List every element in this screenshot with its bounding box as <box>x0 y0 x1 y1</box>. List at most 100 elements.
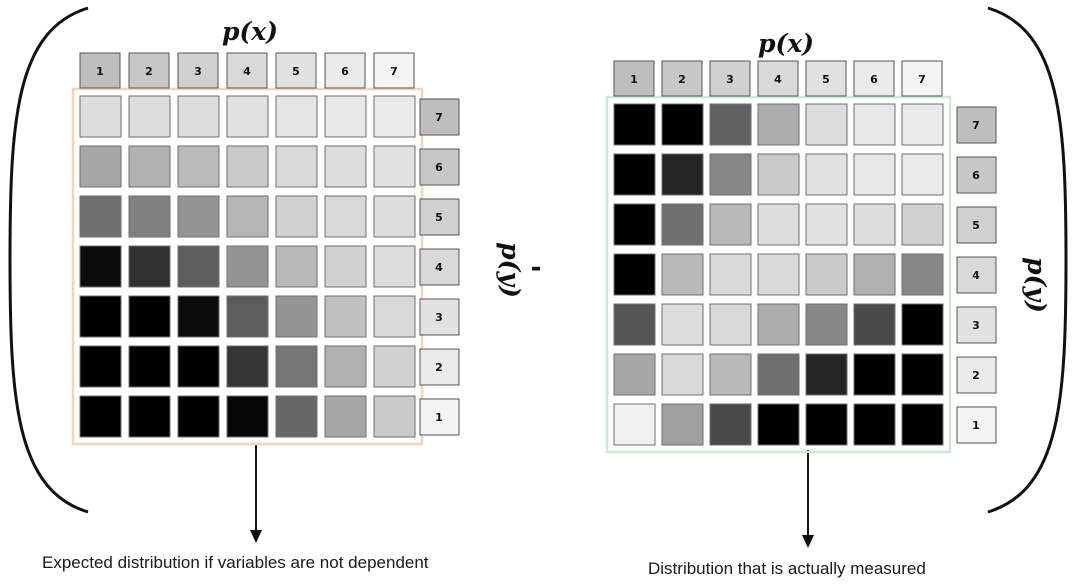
y-tick-box <box>956 406 997 444</box>
matrix-cell <box>177 195 220 238</box>
matrix-cell <box>226 95 269 138</box>
matrix-cell <box>79 145 122 188</box>
matrix-cell <box>901 253 944 296</box>
y-tick-box <box>419 248 460 286</box>
x-tick-box <box>226 52 268 89</box>
matrix-cell <box>79 345 122 388</box>
matrix-cell <box>128 295 171 338</box>
matrix-cell <box>324 345 367 388</box>
matrix-cell <box>661 153 704 196</box>
y-tick-label: 2 <box>972 369 980 382</box>
matrix-cell <box>661 403 704 446</box>
x-tick-label: 2 <box>678 73 686 86</box>
matrix-cell <box>613 153 656 196</box>
matrix-cell <box>128 95 171 138</box>
y-tick-label: 6 <box>435 161 443 174</box>
matrix-cell <box>709 203 752 246</box>
matrix-cell <box>661 103 704 146</box>
x-tick-box <box>177 52 219 89</box>
matrix-cell <box>324 195 367 238</box>
arrow-left <box>250 443 262 543</box>
minus-operator: - <box>531 253 542 283</box>
matrix-cell <box>373 95 416 138</box>
y-tick-label: 5 <box>435 211 443 224</box>
matrix-cell <box>757 103 800 146</box>
matrix-cell <box>661 253 704 296</box>
x-tick-label: 1 <box>96 65 104 78</box>
matrix-cell <box>757 203 800 246</box>
matrix-cell <box>177 95 220 138</box>
x-tick-label: 6 <box>341 65 349 78</box>
matrix-cell <box>853 203 896 246</box>
matrix-cell <box>613 103 656 146</box>
y-tick-box <box>419 348 460 386</box>
matrix-cell <box>901 103 944 146</box>
x-tick-label: 7 <box>390 65 398 78</box>
matrix-cell <box>805 253 848 296</box>
matrix-cell <box>275 345 318 388</box>
matrix-cell <box>324 295 367 338</box>
y-tick-box <box>956 106 997 144</box>
matrix-cell <box>177 345 220 388</box>
right-parenthesis <box>987 6 1068 514</box>
arrow-right <box>802 450 814 548</box>
x-axis-title: p(x) <box>222 17 278 46</box>
matrix-cell <box>275 195 318 238</box>
y-tick-label: 4 <box>972 269 980 282</box>
matrix-cell <box>226 295 269 338</box>
x-tick-label: 6 <box>870 73 878 86</box>
x-tick-label: 5 <box>292 65 300 78</box>
matrix-cell <box>128 145 171 188</box>
matrix-cell <box>901 303 944 346</box>
matrix-cell <box>275 245 318 288</box>
matrix-cell <box>226 395 269 438</box>
y-tick-box <box>419 98 460 136</box>
matrix-cell <box>853 103 896 146</box>
y-tick-box <box>419 198 460 236</box>
y-tick-label: 3 <box>435 311 443 324</box>
matrix-cell <box>853 153 896 196</box>
x-tick-box <box>853 60 895 97</box>
x-tick-box <box>324 52 366 89</box>
y-axis-title: p(y) <box>496 242 525 298</box>
matrix-cell <box>757 153 800 196</box>
y-tick-box <box>419 398 460 436</box>
matrix-cell <box>901 353 944 396</box>
matrix-cell <box>79 95 122 138</box>
y-tick-label: 6 <box>972 169 980 182</box>
matrix-cell <box>177 395 220 438</box>
matrix-cell <box>853 303 896 346</box>
x-tick-box <box>805 60 847 97</box>
y-tick-box <box>419 298 460 336</box>
x-axis-title: p(x) <box>758 29 814 58</box>
x-tick-box <box>757 60 799 97</box>
matrix-cell <box>757 403 800 446</box>
x-tick-label: 3 <box>194 65 202 78</box>
matrix-frame <box>605 95 952 454</box>
y-tick-box <box>956 356 997 394</box>
matrix-cell <box>709 103 752 146</box>
x-tick-box <box>709 60 751 97</box>
x-tick-box <box>613 60 655 97</box>
matrix-cell <box>226 145 269 188</box>
y-tick-box <box>956 306 997 344</box>
matrix-cell <box>853 403 896 446</box>
matrix-cell <box>613 403 656 446</box>
matrix-cell <box>373 145 416 188</box>
matrix-cell <box>805 353 848 396</box>
matrix-cell <box>177 295 220 338</box>
caption-expected: Expected distribution if variables are n… <box>42 553 429 572</box>
matrix-cell <box>805 103 848 146</box>
y-tick-label: 7 <box>972 119 980 132</box>
matrix-cell <box>373 195 416 238</box>
matrix-cell <box>757 253 800 296</box>
y-tick-label: 1 <box>972 419 980 432</box>
matrix-cell <box>709 303 752 346</box>
matrix-cell <box>757 353 800 396</box>
x-tick-box <box>373 52 415 89</box>
x-tick-label: 3 <box>726 73 734 86</box>
y-axis-title: p(y) <box>1022 257 1051 313</box>
matrix-cell <box>128 345 171 388</box>
matrix-cell <box>177 245 220 288</box>
